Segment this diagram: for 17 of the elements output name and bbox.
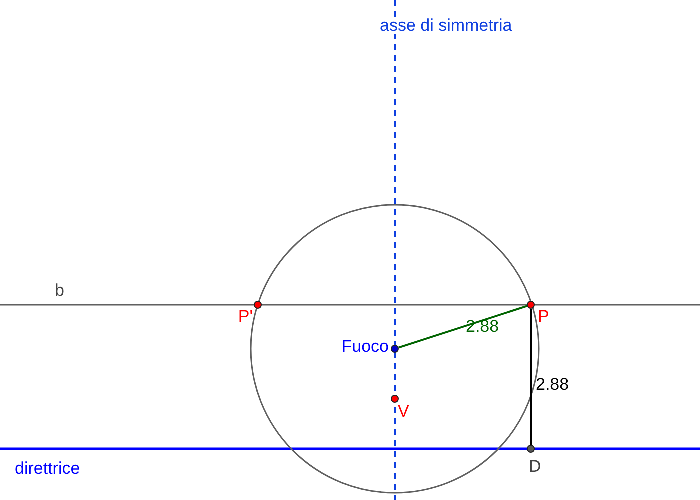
point [254,301,262,309]
point [391,345,399,353]
line-label: b [55,282,64,299]
edge-label: 2.88 [536,376,570,393]
edge-label: 2.88 [466,318,500,335]
point [527,301,535,309]
point-label: D [529,458,542,475]
segment [530,309,532,445]
axis-label: asse di simmetria [380,17,512,34]
point [391,395,399,403]
point-label: Fuoco [342,338,389,355]
point [527,445,535,453]
point-label: P [538,308,550,325]
point-label: V [398,403,410,420]
directrix-label: direttrice [15,460,80,477]
point-label: P' [238,308,253,325]
segment [398,305,528,349]
